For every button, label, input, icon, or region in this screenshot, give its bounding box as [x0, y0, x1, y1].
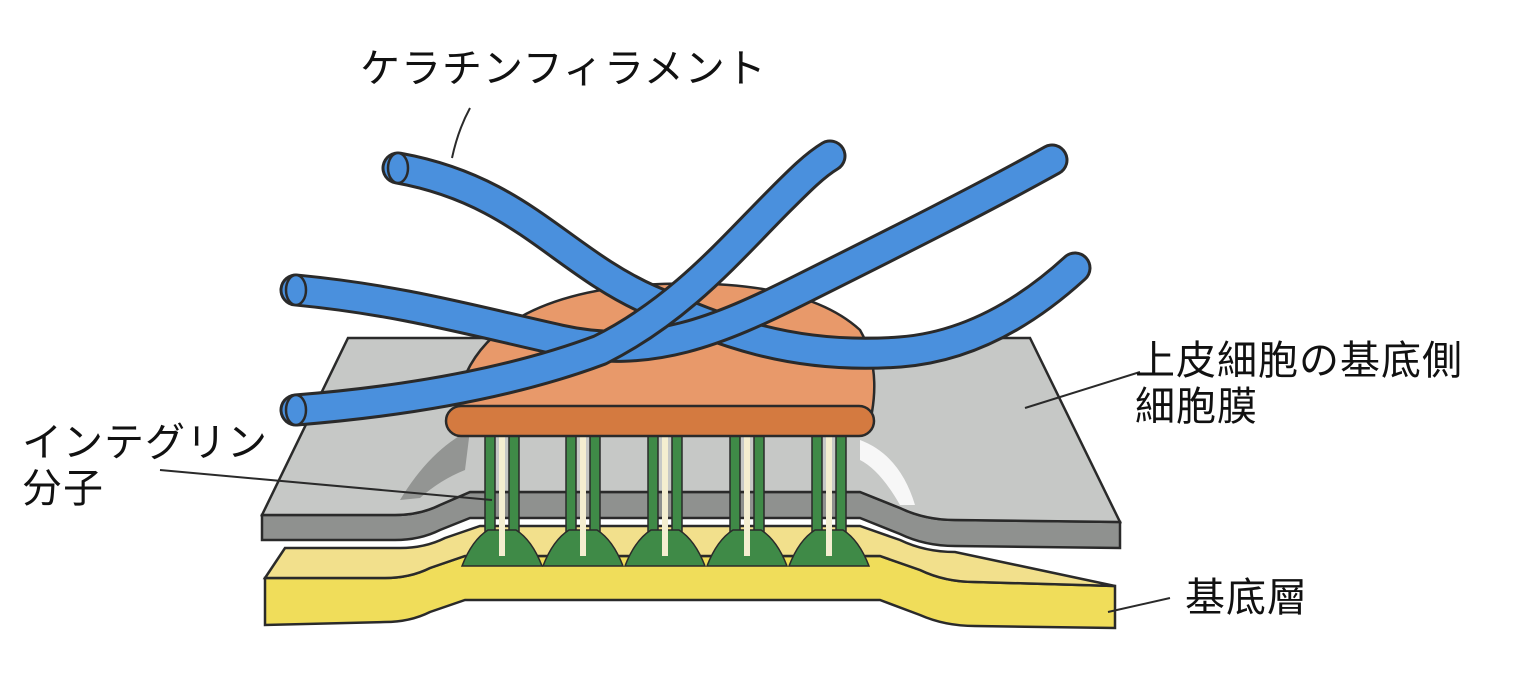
plaque-base [444, 404, 876, 438]
integrin-molecule [623, 435, 707, 567]
integrin-stalk [647, 435, 659, 537]
membrane-highlight-right [860, 440, 915, 505]
label-integrin-line1: インテグリン [22, 420, 268, 466]
integrin-gap [744, 436, 750, 556]
keratin-filament-3 [279, 139, 847, 427]
integrin-molecules [460, 435, 871, 567]
label-membrane-line1: 上皮細胞の基底側 [1135, 338, 1463, 384]
integrin-stalk [811, 435, 823, 537]
leader-lines [159, 107, 1171, 613]
keratin-filament-2 [279, 143, 1069, 363]
label-integrin-line2: 分子 [22, 466, 104, 512]
integrin-gap [662, 436, 668, 556]
integrin-stalk [729, 435, 741, 537]
integrin-gap [580, 436, 586, 556]
keratin-filaments [279, 139, 1092, 427]
label-keratin-filament: ケラチンフィラメント [360, 46, 767, 92]
label-basal-layer: 基底層 [1185, 575, 1308, 621]
integrin-stalk [753, 435, 765, 537]
filament-end-2 [284, 273, 308, 307]
integrin-stalk [671, 435, 683, 537]
leader-keratin [451, 107, 471, 159]
integrin-stalk [589, 435, 601, 537]
filament-end-3 [284, 393, 308, 427]
integrin-stalk [835, 435, 847, 537]
leader-integrin [159, 469, 493, 501]
integrin-molecule [787, 435, 871, 567]
leader-membrane [1024, 371, 1141, 409]
integrin-stalk [508, 435, 520, 537]
label-membrane-line2: 細胞膜 [1135, 384, 1258, 430]
filament-end-1 [386, 151, 410, 185]
integrin-gap [826, 436, 832, 556]
integrin-stalk [565, 435, 577, 537]
integrin-gap [499, 436, 505, 556]
leader-basal [1107, 597, 1171, 613]
membrane-shadow-left [400, 430, 470, 500]
integrin-stalk [484, 435, 496, 537]
